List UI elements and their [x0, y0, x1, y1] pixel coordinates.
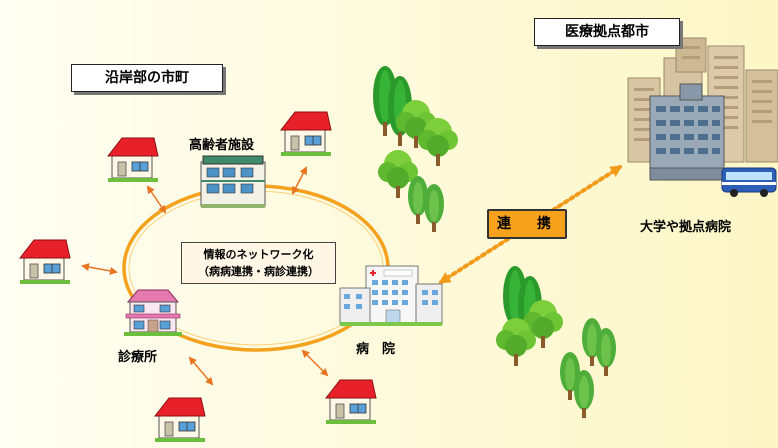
house-icon [325, 379, 377, 425]
hospital-label: 病 院 [356, 342, 396, 357]
network-info-box: 情報のネットワーク化 （病病連携・病診連携） [181, 242, 336, 284]
university-hospital-label: 大学や拠点病院 [640, 220, 732, 235]
elderly-facility-building-icon [200, 155, 266, 208]
network-title: 情報のネットワーク化 [203, 248, 314, 261]
house-icon [19, 239, 71, 285]
hospital-building-icon [339, 265, 443, 326]
network-subtitle: （病病連携・病診連携） [198, 265, 319, 278]
city-skyline-icon [627, 37, 778, 181]
house-icon [280, 111, 332, 157]
tree-cluster-top [373, 66, 458, 232]
elderly-facility-label: 高齢者施設 [189, 138, 255, 153]
medical-hub-city-label: 医療拠点都市 [534, 18, 680, 46]
coastal-towns-label: 沿岸部の市町 [71, 64, 223, 92]
house-icon [154, 397, 206, 443]
clinic-building-icon [124, 289, 182, 336]
cooperation-badge: 連 携 [487, 209, 567, 239]
clinic-label: 診療所 [118, 350, 158, 365]
house-icon [107, 137, 159, 183]
bus-icon [721, 167, 777, 197]
tree-cluster-bottom [496, 266, 616, 418]
